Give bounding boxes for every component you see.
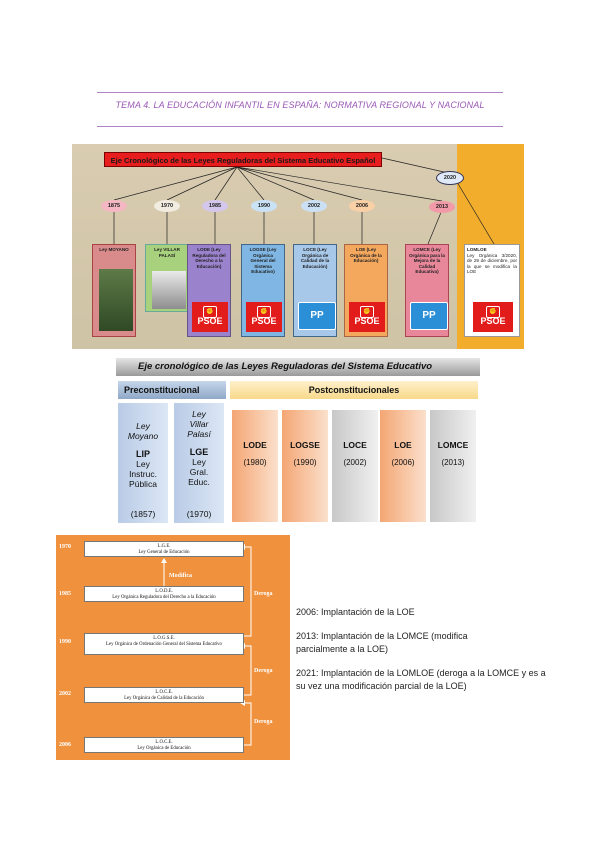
flow-year-1990: 1990 — [59, 639, 71, 645]
flow-box-lode: L.O.D.E. Ley Orgánica Reguladora del Der… — [84, 586, 244, 602]
law-box-logse: LOGSE (Ley Orgánica General del Sistema … — [241, 244, 285, 337]
year-bubble-2020: 2020 — [436, 171, 464, 185]
post-column-lode: LODE (1980) — [232, 410, 278, 522]
postconstitutional-header: Postconstitucionales — [230, 381, 478, 399]
pre-column-moyano: Ley Moyano LIP Ley Instruc. Pública (185… — [118, 403, 168, 523]
header-top-rule — [97, 92, 503, 93]
rose-fist-icon: ✊ — [360, 306, 374, 318]
law-box-villar-palasi: Ley VILLAR PALASÍ — [145, 244, 189, 312]
psoe-logo: ✊PSOE — [349, 302, 385, 332]
timeline-figure-columns: Eje cronológico de las Leyes Reguladoras… — [116, 358, 480, 526]
law-box-lode: LODE (Ley Reguladora del Derecho a la Ed… — [187, 244, 231, 337]
post-column-loce: LOCE (2002) — [332, 410, 378, 522]
header-bottom-rule — [97, 126, 503, 127]
moyano-statue-photo — [99, 269, 133, 331]
pp-logo: PP — [410, 302, 448, 330]
label-deroga-1: Deroga — [254, 591, 273, 597]
preconstitutional-header: Preconstitucional — [118, 381, 226, 399]
year-bubble-2013: 2013 — [429, 201, 455, 213]
rose-fist-icon: ✊ — [486, 306, 500, 318]
flow-year-1970: 1970 — [59, 544, 71, 550]
psoe-logo: ✊PSOE — [473, 302, 513, 332]
label-deroga-2: Deroga — [254, 668, 273, 674]
law-box-lomce: LOMCE (Ley Orgánica para la Mejora de la… — [405, 244, 449, 337]
timeline-title: Eje Cronológico de las Leyes Reguladoras… — [104, 152, 382, 167]
year-bubble-2006: 2006 — [349, 200, 375, 212]
laws-flow-diagram: 1970 L.G.E. Ley General de Educación Mod… — [56, 535, 290, 760]
flow-year-2006: 2006 — [59, 742, 71, 748]
columns-banner: Eje cronológico de las Leyes Reguladoras… — [116, 358, 480, 376]
note-2021: 2021: Implantación de la LOMLOE (deroga … — [296, 668, 546, 691]
psoe-logo: ✊PSOE — [246, 302, 282, 332]
pre-column-villar-palasi: Ley Villar Palasí LGE Ley Gral. Educ. (1… — [174, 403, 224, 523]
note-2013: 2013: Implantación de la LOMCE (modifica… — [296, 631, 468, 654]
flow-box-lge: L.G.E. Ley General de Educación — [84, 541, 244, 557]
rose-fist-icon: ✊ — [203, 306, 217, 318]
flow-box-loce: L.O.C.E. Ley Orgánica de Calidad de la E… — [84, 687, 244, 703]
law-box-moyano: Ley MOYANO — [92, 244, 136, 337]
year-bubble-1990: 1990 — [251, 200, 277, 212]
psoe-logo: ✊PSOE — [192, 302, 228, 332]
pp-logo: PP — [298, 302, 336, 330]
year-bubble-1985: 1985 — [202, 200, 228, 212]
post-column-loe: LOE (2006) — [380, 410, 426, 522]
law-box-loe: LOE (Ley Orgánica de la Educación) ✊PSOE — [344, 244, 388, 337]
flow-box-loe: L.O.C.E. Ley Orgánica de Educación — [84, 737, 244, 753]
timeline-figure-colored: Eje Cronológico de las Leyes Reguladoras… — [72, 144, 524, 349]
flow-year-1985: 1985 — [59, 591, 71, 597]
year-bubble-1875: 1875 — [101, 200, 127, 212]
note-2006: 2006: Implantación de la LOE — [296, 607, 415, 617]
post-column-logse: LOGSE (1990) — [282, 410, 328, 522]
label-deroga-3: Deroga — [254, 719, 273, 725]
flow-box-logse: L.O.G.S.E. Ley Orgánica de Ordenación Ge… — [84, 633, 244, 655]
page-header-title: TEMA 4. LA EDUCACIÓN INFANTIL EN ESPAÑA:… — [115, 100, 485, 110]
law-box-lomloe: LOMLOE Ley Orgánica 3/2020, de 29 de dic… — [464, 244, 520, 337]
timeline-connector-lines — [113, 157, 495, 245]
flow-year-2002: 2002 — [59, 691, 71, 697]
rose-fist-icon: ✊ — [257, 306, 271, 318]
law-box-loce: LOCE (Ley Orgánica de Calidad de la Educ… — [293, 244, 337, 337]
villar-palasi-portrait — [152, 271, 186, 309]
post-column-lomce: LOMCE (2013) — [430, 410, 476, 522]
year-bubble-2002: 2002 — [301, 200, 327, 212]
label-modifica: Modifica — [169, 573, 192, 579]
year-bubble-1970: 1970 — [154, 200, 180, 212]
